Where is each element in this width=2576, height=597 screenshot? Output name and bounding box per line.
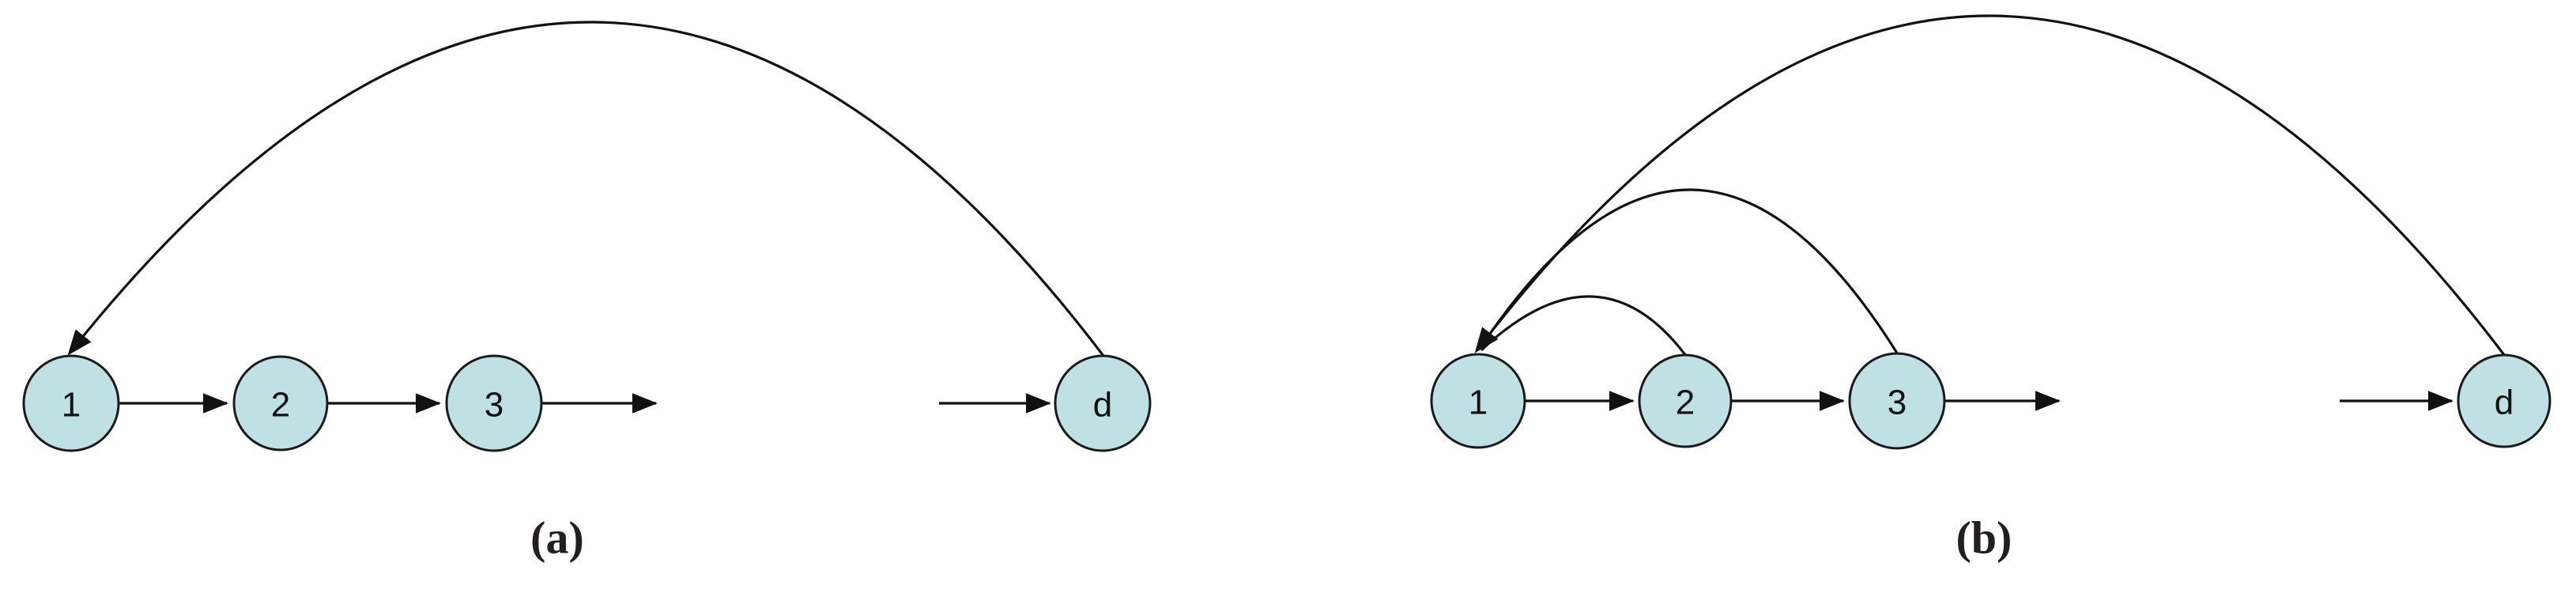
node-1[interactable]: 1 [22,354,120,452]
node-label-3: 3 [1888,384,1907,422]
node-d[interactable]: d [1054,354,1152,452]
backedge-3-to-1 [1478,188,1899,355]
node-label-1: 1 [1469,384,1488,422]
node-2[interactable]: 2 [1638,353,1733,448]
node-circle-3[interactable] [1848,352,1946,450]
node-circle-2[interactable] [232,355,329,452]
node-3[interactable]: 3 [445,354,543,452]
node-circle-3[interactable] [445,354,543,452]
node-1[interactable]: 1 [1430,353,1526,449]
node-label-d: d [1093,386,1112,425]
panel-a-caption: (a) [530,512,584,564]
node-d[interactable]: d [2457,353,2551,448]
node-circle-d[interactable] [2457,353,2551,448]
node-circle-2[interactable] [1638,353,1733,448]
node-circle-d[interactable] [1054,354,1152,452]
panel-a: 1 2 3 d [22,21,1152,452]
panel-b: 1 2 3 d [1430,14,2551,450]
node-label-2: 2 [1676,384,1695,422]
node-circle-1[interactable] [22,354,120,452]
panel-b-caption: (b) [1956,512,2012,564]
node-label-3: 3 [485,386,504,425]
backedge-d-to-1 [67,21,1105,357]
node-label-2: 2 [271,386,290,425]
node-label-1: 1 [62,386,81,425]
node-2[interactable]: 2 [232,355,329,452]
node-label-d: d [2495,384,2514,422]
backedge-d-to-1 [1474,14,2506,357]
node-3[interactable]: 3 [1848,352,1946,450]
node-circle-1[interactable] [1430,353,1526,449]
backedge-2-to-1 [1480,295,1688,357]
